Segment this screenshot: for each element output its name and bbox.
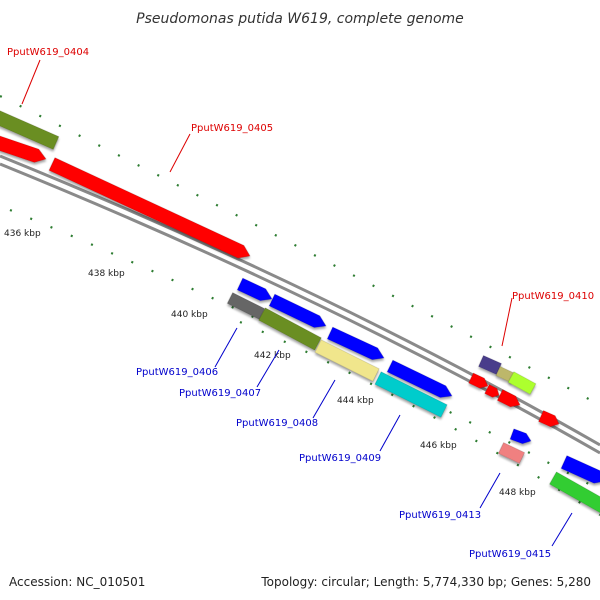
tick-row-inner — [9, 208, 600, 491]
feature-olive-0404[interactable] — [0, 107, 60, 150]
tick-marks — [0, 95, 600, 516]
feature-lime-0412[interactable] — [507, 371, 537, 395]
scale-label-436: 436 kbp — [4, 229, 41, 239]
scale-label-444: 444 kbp — [337, 396, 374, 406]
tick-row-inner-lower — [239, 320, 600, 516]
feature-blue-b1[interactable] — [509, 428, 533, 446]
gene-label-0409[interactable]: PputW619_0409 — [299, 453, 381, 464]
feature-red-0404[interactable] — [0, 132, 48, 165]
gene-label-0407[interactable]: PputW619_0407 — [179, 388, 261, 399]
gene-label-0408[interactable]: PputW619_0408 — [236, 418, 318, 429]
gene-label-0405[interactable]: PputW619_0405 — [191, 123, 273, 134]
map-title: Pseudomonas putida W619, complete genome — [136, 11, 464, 27]
scale-label-448: 448 kbp — [499, 488, 536, 498]
feature-red-b2[interactable] — [484, 384, 501, 400]
gene-labels: PputW619_0404 PputW619_0405 PputW619_041… — [7, 47, 594, 560]
feature-blocks — [0, 107, 600, 515]
feature-red-b4[interactable] — [538, 410, 562, 430]
feature-olive-0407[interactable] — [258, 307, 322, 351]
feature-blue-a2[interactable] — [268, 293, 329, 332]
tick-row-outer — [0, 95, 600, 406]
feature-red-0405[interactable] — [48, 157, 253, 263]
gene-label-0406[interactable]: PputW619_0406 — [136, 367, 218, 378]
scale-label-442: 442 kbp — [254, 351, 291, 361]
feature-pink-0413[interactable] — [498, 442, 525, 464]
label-leaders — [21, 59, 573, 547]
feature-red-b1[interactable] — [468, 372, 491, 391]
scale-label-438: 438 kbp — [88, 269, 125, 279]
accession-text: Accession: NC_010501 — [9, 575, 145, 589]
feature-blue-b2[interactable] — [560, 455, 600, 488]
genome-backbone — [0, 154, 600, 455]
feature-blue-a1[interactable] — [236, 277, 275, 305]
scale-labels: 436 kbp 438 kbp 440 kbp 442 kbp 444 kbp … — [4, 229, 536, 498]
feature-cyan-0409[interactable] — [374, 371, 448, 418]
gene-label-0413[interactable]: PputW619_0413 — [399, 510, 481, 521]
feature-blue-a4[interactable] — [386, 359, 455, 402]
feature-red-b3[interactable] — [496, 389, 522, 411]
genome-summary-text: Topology: circular; Length: 5,774,330 bp… — [260, 575, 591, 589]
scale-label-440: 440 kbp — [171, 310, 208, 320]
gene-label-0415[interactable]: PputW619_0415 — [469, 549, 551, 560]
feature-green-0415[interactable] — [549, 471, 600, 515]
scale-label-446: 446 kbp — [420, 441, 457, 451]
feature-blue-a3[interactable] — [326, 326, 386, 364]
feature-khaki-0408[interactable] — [314, 339, 380, 382]
gene-label-0410[interactable]: PputW619_0410 — [512, 291, 594, 302]
gene-label-0404[interactable]: PputW619_0404 — [7, 47, 89, 58]
